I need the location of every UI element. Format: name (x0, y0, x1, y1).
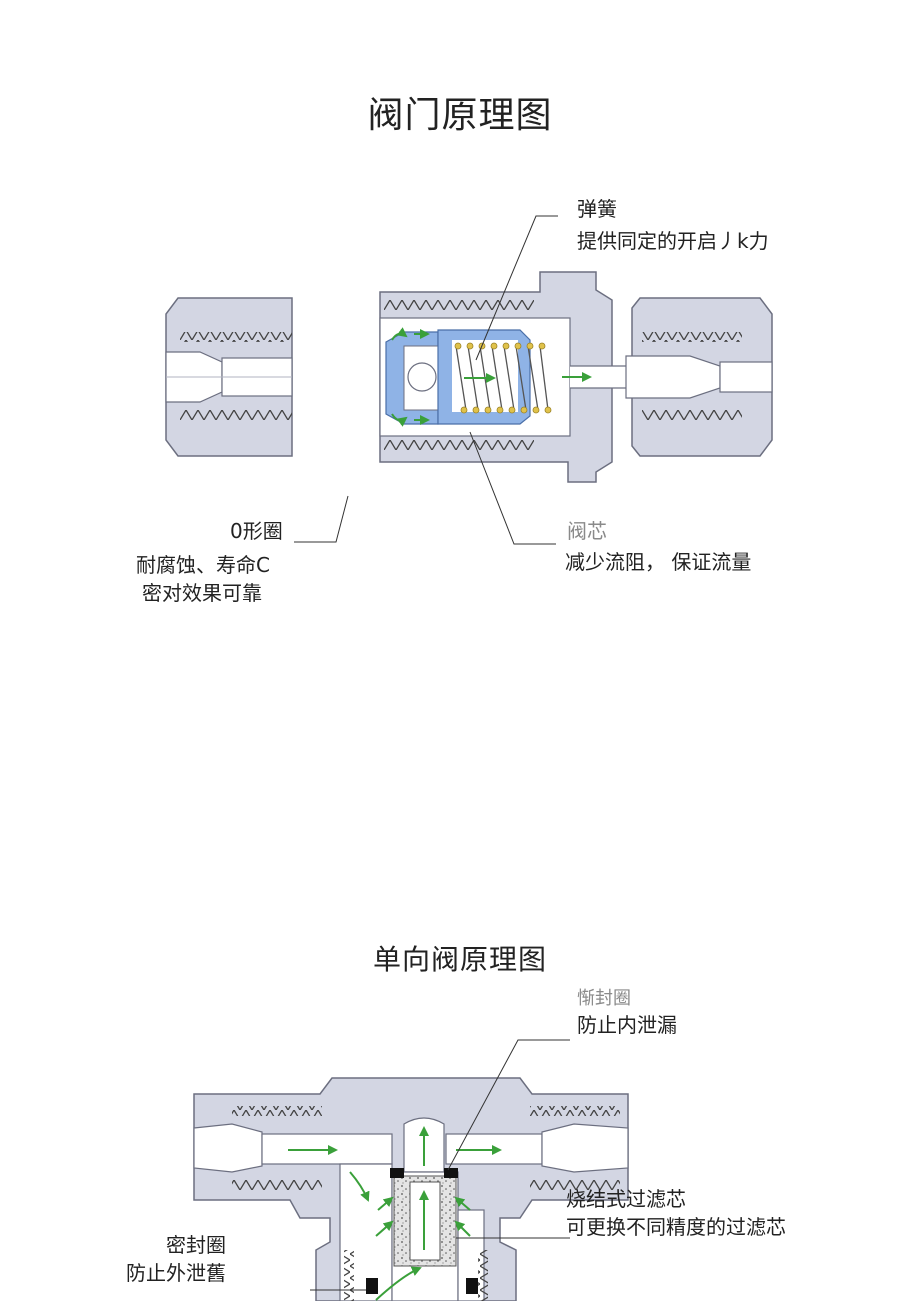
inner-seal-label: 惭封圈 (577, 988, 631, 1009)
inner-seal-description: 防止内泄漏 (577, 1013, 677, 1037)
o-ring-label: 0形圈 (230, 519, 283, 543)
valve-core-description: 减少流阻， 保证流量 (565, 550, 752, 574)
o-ring-description-1: 耐腐蚀、寿命C (136, 553, 270, 577)
right-fitting (625, 297, 773, 457)
left-fitting (165, 297, 293, 457)
check-valve-flow-arrows (288, 1126, 502, 1301)
spring (454, 342, 552, 414)
check-valve-leader-lines (310, 1039, 570, 1291)
filter-description: 可更换不同精度的过滤芯 (566, 1215, 786, 1239)
outer-seal-label: 密封圈 (166, 1233, 226, 1257)
spring-description: 提供同定的开启丿k力 (577, 229, 769, 253)
o-ring-description-2: 密对效果可靠 (142, 581, 262, 605)
filter-label: 烧结式过滤芯 (566, 1187, 686, 1211)
outer-seal-rings (366, 1278, 478, 1294)
valve-core-label: 阀芯 (567, 519, 607, 543)
leader-lines (294, 215, 558, 545)
outer-seal-description: 防止外泄舊 (126, 1261, 226, 1285)
flow-arrows (391, 327, 592, 427)
valve-diagram-title: 阀门原理图 (367, 95, 553, 136)
valve-core (385, 329, 531, 425)
check-valve-diagram-title: 单向阀原理图 (372, 943, 547, 976)
spring-label: 弹簧 (577, 197, 617, 221)
